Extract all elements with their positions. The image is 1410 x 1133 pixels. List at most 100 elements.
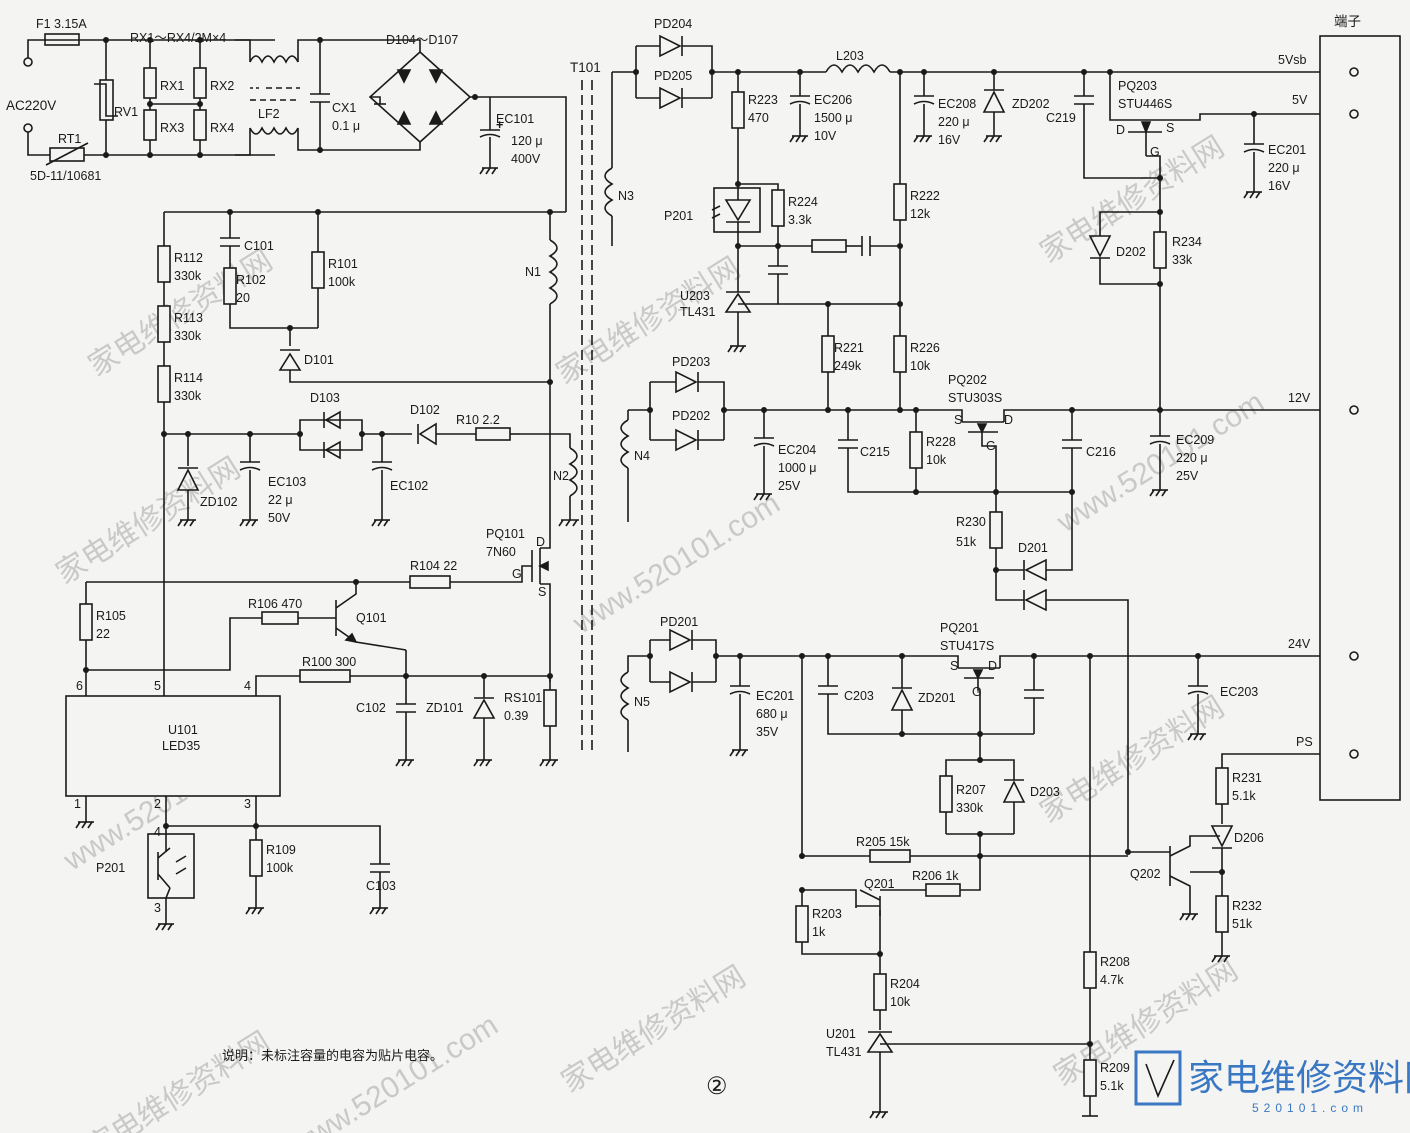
label-r230: R230 [956, 515, 986, 529]
label-r114-v: 330k [174, 389, 202, 403]
svg-text:+: + [496, 118, 503, 132]
label-pq101-s: S [538, 585, 546, 599]
label-d206: D206 [1234, 831, 1264, 845]
label-r204: R204 [890, 977, 920, 991]
label-pin3: 3 [244, 797, 251, 811]
label-pd205: PD205 [654, 69, 692, 83]
label-rv1: RV1 [114, 105, 138, 119]
label-pq202-s: S [954, 413, 962, 427]
label-d101: D101 [304, 353, 334, 367]
label-r104: R104 22 [410, 559, 457, 573]
label-d201: D201 [1018, 541, 1048, 555]
label-q201: Q201 [864, 877, 895, 891]
primary-control-section: R112 330k R113 330k R114 330k C101 R102 … [65, 209, 566, 931]
label-r109-v: 100k [266, 861, 294, 875]
label-c103: C103 [366, 879, 396, 893]
label-ec204-v2: 25V [778, 479, 801, 493]
ac-input-section: AC220V F1 3.15A RT1 5D-11/10681 RV1 RX1～… [6, 17, 567, 212]
label-r105-v: 22 [96, 627, 110, 641]
label-u101: U101 [168, 723, 198, 737]
label-r101: R101 [328, 257, 358, 271]
label-pq203-s: S [1166, 121, 1174, 135]
label-r105: R105 [96, 609, 126, 623]
label-q101: Q101 [356, 611, 387, 625]
output-12v-section: PD203 PD202 EC204 1000 μ 25V C215 R228 1… [647, 355, 1356, 852]
terminal-5v-pin [1349, 109, 1359, 119]
label-ec209: EC209 [1176, 433, 1214, 447]
watermark-cn: 家电维修资料网 [80, 1026, 276, 1133]
label-f1: F1 3.15A [36, 17, 87, 31]
label-r207-v: 330k [956, 801, 984, 815]
watermark-cn: 家电维修资料网 [551, 251, 747, 390]
label-lf2: LF2 [258, 107, 280, 121]
label-r205: R205 15k [856, 835, 910, 849]
label-cx1-val: 0.1 μ [332, 119, 360, 133]
label-d102: D102 [410, 403, 440, 417]
label-ec103: EC103 [268, 475, 306, 489]
label-zd102: ZD102 [200, 495, 238, 509]
schematic-note: 说明：未标注容量的电容为贴片电容。 [222, 1048, 443, 1063]
label-cx1: CX1 [332, 101, 356, 115]
label-u201: U201 [826, 1027, 856, 1041]
label-rx-title: RX1～RX4/2M×4 [130, 31, 226, 45]
label-r223: R223 [748, 93, 778, 107]
label-pq101-v: 7N60 [486, 545, 516, 559]
label-r228: R228 [926, 435, 956, 449]
label-c101: C101 [244, 239, 274, 253]
logo-url: 520101.com [1252, 1101, 1368, 1115]
label-r106: R106 470 [248, 597, 302, 611]
site-logo: 家电维修资料网 520101.com [1134, 1050, 1410, 1115]
label-pq202-v: STU303S [948, 391, 1002, 405]
label-zd202: ZD202 [1012, 97, 1050, 111]
label-bridge: D104～D107 [386, 33, 458, 47]
label-pq202-d: D [1004, 413, 1013, 427]
output-5v-section: PD204 PD205 L203 R223 470 EC206 1500 μ 1… [612, 17, 1356, 410]
label-ec101: EC101 [496, 112, 534, 126]
label-rs101-v: 0.39 [504, 709, 528, 723]
label-r113: R113 [174, 311, 203, 325]
label-c203: C203 [844, 689, 874, 703]
label-ec206-v1: 1500 μ [814, 111, 852, 125]
label-ec204: EC204 [778, 443, 816, 457]
watermark-url: www.520101.com [285, 1009, 504, 1133]
label-rx3: RX3 [160, 121, 184, 135]
label-pin6: 6 [76, 679, 83, 693]
label-out-ps: PS [1296, 735, 1313, 749]
label-d203: D203 [1030, 785, 1060, 799]
terminal-5vsb-pin [1349, 67, 1359, 77]
label-ec206-v2: 10V [814, 129, 837, 143]
label-r114: R114 [174, 371, 203, 385]
label-d202: D202 [1116, 245, 1146, 259]
label-r232-v: 51k [1232, 917, 1253, 931]
label-ec101-v1: 120 μ [511, 134, 543, 148]
terminal-24v-pin [1349, 651, 1359, 661]
label-r113-v: 330k [174, 329, 202, 343]
label-pq201-d: D [988, 659, 997, 673]
logo-text: 家电维修资料网 [1188, 1058, 1410, 1099]
label-r231: R231 [1232, 771, 1262, 785]
label-p201-secondary: P201 [664, 209, 693, 223]
label-t101: T101 [570, 60, 601, 75]
label-r209-v: 5.1k [1100, 1079, 1124, 1093]
label-pq203-v: STU446S [1118, 97, 1172, 111]
label-r207: R207 [956, 783, 986, 797]
label-n3: N3 [618, 189, 634, 203]
label-c219: C219 [1046, 111, 1076, 125]
label-rt1: RT1 [58, 132, 81, 146]
label-ec101-v2: 400V [511, 152, 541, 166]
label-ec208-v1: 220 μ [938, 115, 970, 129]
label-r206: R206 1k [912, 869, 959, 883]
label-rs101: RS101 [504, 691, 542, 705]
label-pin1: 1 [74, 797, 81, 811]
label-rx1: RX1 [160, 79, 184, 93]
label-ec201b: EC201 [756, 689, 794, 703]
label-pq203-d: D [1116, 123, 1125, 137]
label-r204-v: 10k [890, 995, 911, 1009]
label-ec204-v1: 1000 μ [778, 461, 816, 475]
label-rx2: RX2 [210, 79, 234, 93]
output-terminal-block: 端子 5Vsb 5V 12V 24V PS [1278, 14, 1401, 801]
label-pq101-d: D [536, 535, 545, 549]
label-n2: N2 [553, 469, 569, 483]
label-rx4: RX4 [210, 121, 234, 135]
